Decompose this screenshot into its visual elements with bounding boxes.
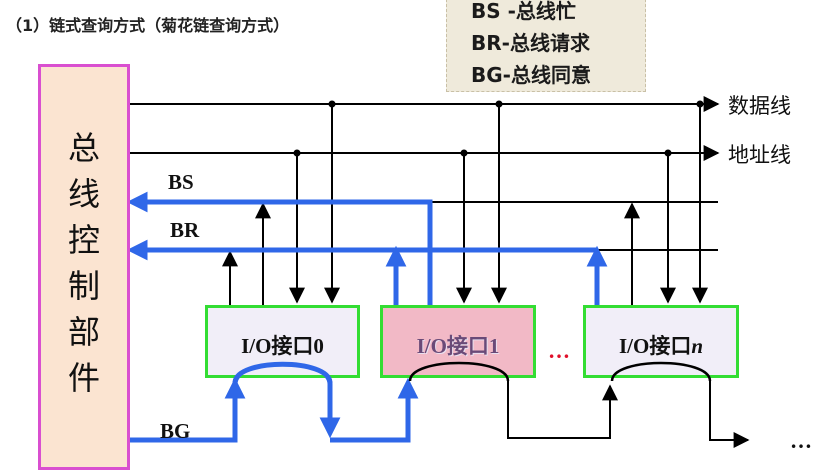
chain-tail-ellipsis: … bbox=[790, 428, 812, 453]
bg-into-interfacen bbox=[507, 380, 618, 439]
bg-into-interface1 bbox=[330, 377, 419, 443]
signal-legend: BS -总线忙 BR-总线请求 BG-总线同意 bbox=[446, 0, 646, 92]
io-interface-0-label: I/O接口0 bbox=[241, 334, 324, 358]
interface-ellipsis: … bbox=[548, 338, 571, 363]
address-bus-label: 地址线 bbox=[728, 143, 791, 167]
bs-label: BS bbox=[168, 170, 194, 194]
bs-signal-line bbox=[126, 191, 433, 305]
bus-controller-label: 总线控制部件 bbox=[67, 129, 100, 397]
bg-into-interface0 bbox=[127, 377, 246, 443]
bus-controller: 总线控制部件 bbox=[38, 64, 130, 470]
io-interface-0: I/O接口0 bbox=[205, 305, 360, 378]
data-bus-label: 数据线 bbox=[728, 94, 791, 118]
io-interface-n: I/O接口n bbox=[583, 305, 739, 378]
io-interface-1: I/O接口1 bbox=[380, 305, 536, 378]
figure-caption: （1）链式查询方式（菊花链查询方式） bbox=[6, 16, 290, 35]
io-interface-1-label: I/O接口1 bbox=[416, 334, 500, 358]
bg-out-interfacen bbox=[709, 380, 750, 448]
legend-br: BR-总线请求 bbox=[471, 31, 590, 55]
legend-bs: BS -总线忙 bbox=[471, 0, 576, 23]
legend-bg: BG-总线同意 bbox=[471, 63, 591, 87]
bg-label: BG bbox=[160, 419, 191, 443]
br-label: BR bbox=[170, 218, 200, 242]
io-interface-n-label: I/O接口n bbox=[618, 334, 704, 358]
